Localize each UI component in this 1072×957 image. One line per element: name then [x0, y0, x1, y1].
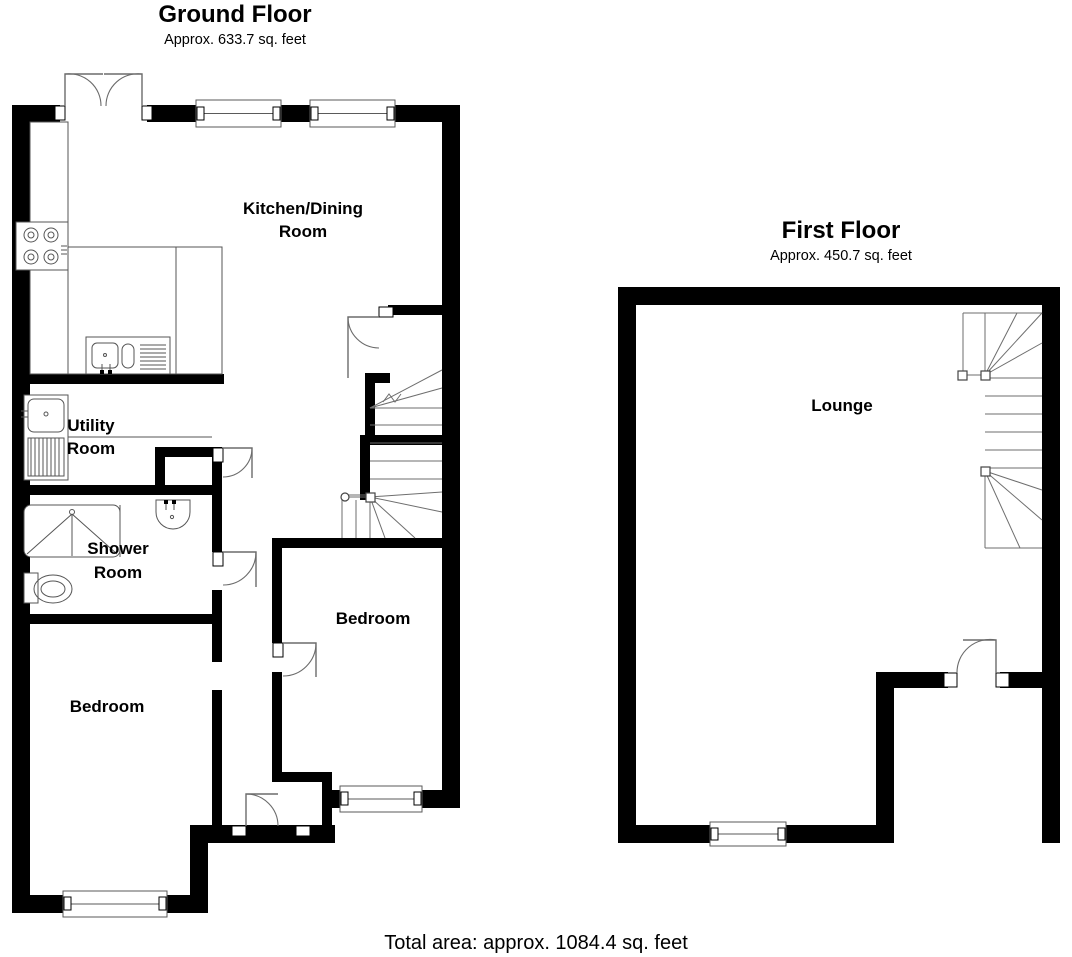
ground-floor-subtitle: Approx. 633.7 sq. feet	[164, 32, 306, 48]
door-utility-hall	[212, 447, 253, 478]
ground-floor-fixtures	[15, 121, 223, 604]
door-front-double	[54, 73, 153, 121]
first-floor-title: First Floor	[782, 217, 901, 244]
door-shower-hall	[212, 551, 257, 587]
total-area-label: Total area: approx. 1084.4 sq. feet	[384, 932, 688, 954]
door-kitchen-hall	[347, 306, 394, 378]
room-label-kitchen-dining-2: Room	[279, 222, 327, 241]
room-label-shower-2: Room	[94, 563, 142, 582]
window-bedroom-front	[62, 890, 168, 918]
room-label-kitchen-dining: Kitchen/Dining	[243, 199, 363, 218]
ground-floor-labels: Kitchen/Dining Room Utility Room Shower …	[67, 199, 410, 716]
kitchen-sink-icon	[85, 336, 171, 375]
ground-floor-windows	[62, 99, 423, 918]
first-floor-walls	[618, 287, 1060, 843]
window-lounge	[709, 821, 787, 847]
room-label-utility: Utility	[67, 416, 115, 435]
room-label-bedroom-front: Bedroom	[70, 697, 145, 716]
cooker-hob-icon	[15, 221, 69, 271]
ground-floor-title: Ground Floor	[158, 1, 311, 28]
ground-floor-walls	[12, 105, 460, 913]
staircase-icon-ground	[340, 369, 443, 539]
window-bedroom-rear	[339, 785, 423, 813]
first-floor-windows	[709, 821, 787, 847]
room-label-shower: Shower	[87, 539, 149, 558]
room-label-utility-2: Room	[67, 439, 115, 458]
utility-sink-icon	[21, 394, 69, 481]
wash-basin-icon	[155, 499, 191, 530]
door-bedroom-front	[231, 793, 311, 837]
room-label-bedroom-rear: Bedroom	[336, 609, 411, 628]
door-bedroom-rear	[272, 642, 317, 677]
room-label-lounge: Lounge	[811, 396, 872, 415]
toilet-icon	[23, 572, 73, 604]
first-floor-subtitle: Approx. 450.7 sq. feet	[770, 248, 912, 264]
first-floor-doors	[943, 638, 1010, 688]
ground-floor-doors	[54, 73, 394, 837]
staircase-icon-first	[957, 312, 1043, 549]
door-landing-room	[943, 638, 1010, 688]
window-kitchen-2	[309, 99, 396, 128]
window-kitchen-1	[195, 99, 282, 128]
